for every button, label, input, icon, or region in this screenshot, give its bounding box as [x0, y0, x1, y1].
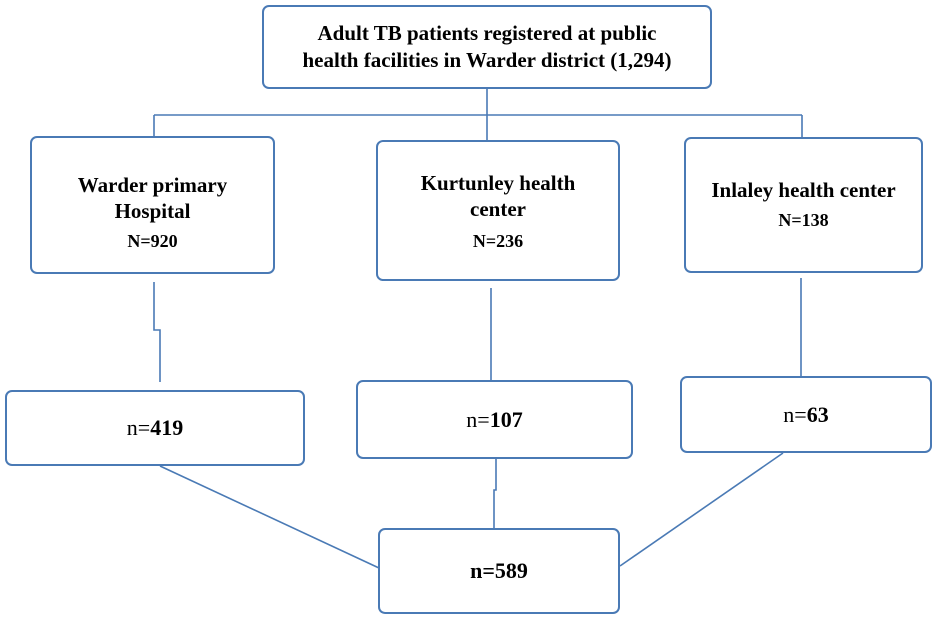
facility-label-line1: Kurtunley health	[420, 171, 576, 195]
sample-count: n=63	[783, 402, 828, 428]
connector-inlaley-total	[619, 452, 784, 567]
facility-label-line1: Inlaley health center	[711, 178, 896, 202]
sample-value: 63	[806, 401, 829, 427]
connector-warder-total	[159, 465, 380, 569]
total-value: 589	[494, 558, 528, 583]
sample-box-warder: n=419	[5, 390, 305, 466]
sample-count: n=107	[466, 407, 522, 433]
facility-label-line2: center	[470, 197, 526, 221]
facility-count: N=920	[127, 231, 178, 251]
root-label-line2: health facilities in Warder district (1,…	[302, 48, 672, 72]
root-label-line1: Adult TB patients registered at public	[317, 21, 657, 45]
sample-prefix: n=	[466, 406, 490, 432]
total-count: n=589	[470, 558, 528, 584]
connector-kurtunley-total	[493, 459, 497, 528]
connector-warder-sample	[153, 282, 161, 382]
facility-box-warder: Warder primary Hospital N=920	[30, 136, 275, 274]
sample-box-kurtunley: n=107	[356, 380, 633, 459]
sample-prefix: n=	[126, 415, 151, 440]
total-prefix: n=	[470, 558, 495, 583]
facility-label-line2: Hospital	[114, 199, 191, 223]
sample-prefix: n=	[783, 401, 807, 427]
facility-label-line1: Warder primary	[77, 173, 228, 197]
total-box: n=589	[378, 528, 620, 614]
facility-count: N=236	[472, 231, 524, 251]
sample-count: n=419	[127, 415, 183, 441]
facility-count: N=138	[778, 210, 829, 230]
sample-value: 107	[489, 406, 523, 432]
sample-value: 419	[150, 415, 184, 440]
facility-box-inlaley: Inlaley health center N=138	[684, 137, 923, 273]
sample-box-inlaley: n=63	[680, 376, 932, 453]
facility-box-kurtunley: Kurtunley health center N=236	[376, 140, 620, 281]
root-box: Adult TB patients registered at public h…	[262, 5, 712, 89]
